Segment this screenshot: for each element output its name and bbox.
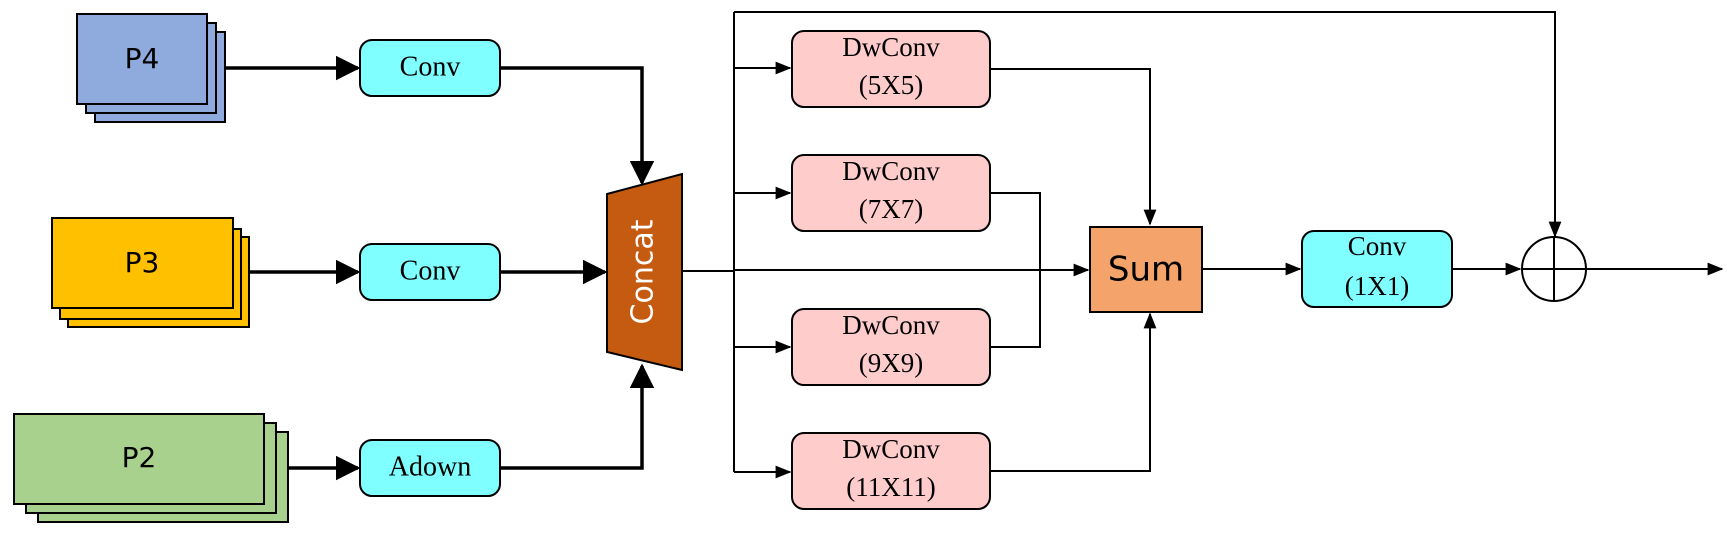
arrow-conv-p4-to-concat (500, 66, 655, 186)
input-p3-stack: P3 (51, 217, 250, 328)
sum-label: Sum (1108, 250, 1184, 290)
dwconv-11x11-name: DwConv (842, 434, 940, 464)
conv-p4-box: Conv (359, 39, 501, 97)
dwconv-11x11-kernel: (11X11) (846, 472, 935, 502)
dwconv-5x5-name: DwConv (842, 32, 940, 62)
conv-1x1-kernel: (1X1) (1345, 271, 1409, 301)
conv-1x1-box: Conv (1X1) (1301, 230, 1453, 308)
adown-p2-label: Adown (389, 451, 471, 482)
line-dwconv7-merge (990, 192, 1041, 348)
dwconv-7x7-box: DwConv (7X7) (791, 154, 991, 232)
arrow-dwconv11-to-sum (990, 312, 1157, 472)
arrow-dwconv5-to-sum (990, 68, 1157, 226)
concat-label: Concat (626, 219, 661, 324)
dwconv-11x11-box: DwConv (11X11) (791, 432, 991, 510)
conv-p3-label: Conv (400, 255, 461, 286)
conv-p4-label: Conv (400, 51, 461, 82)
input-p2-stack: P2 (13, 413, 289, 523)
concat-block: Concat (606, 172, 683, 372)
dwconv-9x9-name: DwConv (842, 310, 940, 340)
skip-connection (734, 11, 1562, 238)
input-p3-label: P3 (125, 246, 160, 279)
dwconv-5x5-box: DwConv (5X5) (791, 30, 991, 108)
dwconv-7x7-kernel: (7X7) (859, 194, 923, 224)
dwconv-9x9-kernel: (9X9) (859, 348, 923, 378)
sum-block: Sum (1089, 226, 1203, 313)
dwconv-9x9-box: DwConv (9X9) (791, 308, 991, 386)
elementwise-add-icon (1521, 236, 1587, 302)
input-p4-label: P4 (125, 42, 160, 75)
arrow-adown-to-concat (500, 363, 655, 470)
conv-1x1-name: Conv (1348, 231, 1407, 261)
input-p4-stack: P4 (76, 13, 226, 123)
dwconv-7x7-name: DwConv (842, 156, 940, 186)
adown-p2-box: Adown (359, 439, 501, 497)
conv-p3-box: Conv (359, 243, 501, 301)
input-p2-label: P2 (122, 441, 157, 474)
dwconv-5x5-kernel: (5X5) (859, 70, 923, 100)
